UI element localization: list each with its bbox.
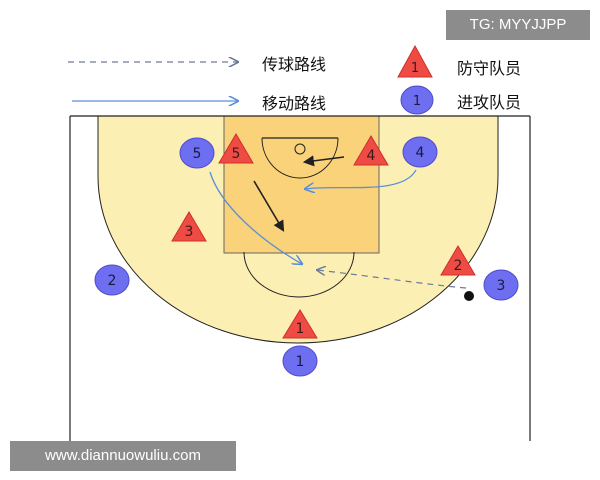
attacker-3: 3: [483, 269, 519, 301]
legend-defender-label: 防守队员: [457, 59, 522, 78]
attacker-2: 2: [94, 264, 130, 296]
defender-4: 4: [353, 135, 389, 166]
legend-defender-icon: 1: [397, 44, 433, 78]
defender-4-number: 4: [367, 148, 376, 164]
defender-2-number: 2: [454, 258, 463, 274]
attacker-1-number: 1: [296, 354, 305, 370]
ball: [464, 291, 474, 301]
attacker-1: 1: [282, 345, 318, 377]
free-throw-circle: [243, 251, 355, 298]
rim: [294, 143, 306, 155]
defender-5: 5: [218, 133, 254, 164]
defender-5-move-arrow: [253, 180, 285, 232]
legend-pass-route-label: 传球路线: [262, 55, 327, 74]
defender-3: 3: [171, 211, 207, 242]
legend-attacker-label: 进攻队员: [457, 93, 522, 112]
watermark-top-badge: TG: MYYJJPP: [446, 10, 590, 40]
defender-3-number: 3: [185, 224, 194, 240]
legend-attacker-number: 1: [413, 94, 421, 109]
defender-4-move-arrow: [302, 155, 345, 167]
move-route-attacker-4: [305, 169, 417, 189]
watermark-bottom-badge: www.diannuowuliu.com: [10, 441, 236, 471]
move-route-attacker-5: [209, 171, 302, 264]
attacker-2-number: 2: [108, 273, 117, 289]
legend-attacker-icon: 1: [400, 85, 434, 115]
attacker-4-number: 4: [416, 145, 425, 161]
defender-2: 2: [440, 245, 476, 276]
legend-defender-number: 1: [411, 61, 419, 76]
attacker-3-number: 3: [497, 278, 506, 294]
attacker-5: 5: [179, 137, 215, 169]
attacker-4: 4: [402, 136, 438, 168]
attacker-5-number: 5: [193, 146, 202, 162]
defender-5-number: 5: [232, 146, 241, 162]
restricted-area-arc: [261, 137, 339, 179]
pass-route: [317, 270, 467, 289]
paint-area: [223, 115, 380, 254]
legend-move-route-label: 移动路线: [262, 94, 327, 113]
defender-1: 1: [282, 309, 318, 339]
defender-1-number: 1: [296, 321, 305, 337]
